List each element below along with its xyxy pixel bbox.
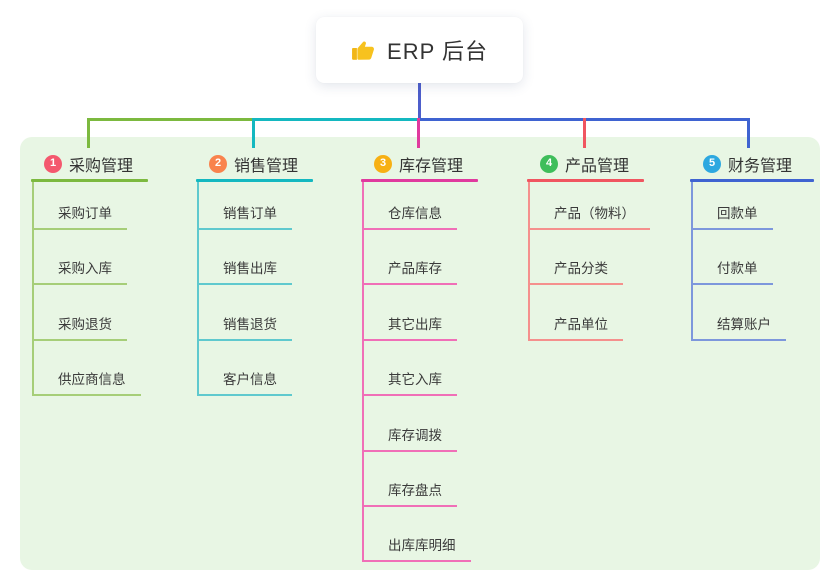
child-node[interactable]: 采购退货 bbox=[34, 313, 127, 341]
child-node-row: 采购入库 bbox=[34, 230, 148, 286]
root-node[interactable]: ERP 后台 bbox=[316, 17, 523, 83]
child-node-row: 销售订单 bbox=[199, 182, 313, 230]
child-node-row: 产品分类 bbox=[530, 230, 650, 286]
root-node-title: ERP 后台 bbox=[387, 39, 488, 64]
child-node[interactable]: 产品单位 bbox=[530, 313, 623, 341]
child-node[interactable]: 客户信息 bbox=[199, 368, 292, 397]
child-node-row: 产品单位 bbox=[530, 285, 650, 341]
branch-underline bbox=[527, 179, 644, 182]
child-node-row: 其它出库 bbox=[364, 285, 478, 341]
branch-label: 销售管理 bbox=[234, 157, 299, 175]
branch-underline bbox=[361, 179, 478, 182]
child-node-row: 出库库明细 bbox=[364, 507, 478, 563]
child-node[interactable]: 供应商信息 bbox=[34, 368, 141, 397]
child-node-row: 产品（物料） bbox=[530, 182, 650, 230]
branch-underline bbox=[196, 179, 313, 182]
branch-1: 1 采购管理采购订单采购入库采购退货供应商信息 bbox=[31, 151, 148, 397]
branch-underline bbox=[31, 179, 148, 182]
child-node[interactable]: 销售退货 bbox=[199, 313, 292, 341]
child-node-row: 供应商信息 bbox=[34, 341, 148, 397]
child-node-row: 付款单 bbox=[693, 230, 814, 286]
branch-2: 2 销售管理销售订单销售出库销售退货客户信息 bbox=[196, 151, 313, 397]
child-node[interactable]: 库存盘点 bbox=[364, 479, 457, 507]
branch-number-badge: 3 bbox=[374, 154, 392, 173]
branch-number-badge: 1 bbox=[44, 154, 62, 173]
branch-number-badge: 4 bbox=[540, 154, 558, 173]
branch-children: 回款单付款单结算账户 bbox=[691, 182, 814, 341]
branch-label: 采购管理 bbox=[69, 157, 134, 175]
child-node[interactable]: 回款单 bbox=[693, 202, 773, 230]
branch-label: 财务管理 bbox=[728, 157, 793, 175]
child-node-row: 结算账户 bbox=[693, 285, 814, 341]
branch-5: 5 财务管理回款单付款单结算账户 bbox=[690, 151, 814, 341]
child-node[interactable]: 付款单 bbox=[693, 257, 773, 286]
branch-number-badge: 5 bbox=[703, 154, 721, 173]
child-node[interactable]: 仓库信息 bbox=[364, 202, 457, 230]
child-node-row: 采购订单 bbox=[34, 182, 148, 230]
branch-number-badge: 2 bbox=[209, 154, 227, 173]
branch-children: 采购订单采购入库采购退货供应商信息 bbox=[32, 182, 148, 397]
child-node-row: 其它入库 bbox=[364, 341, 478, 397]
branch-children: 产品（物料） 产品分类产品单位 bbox=[528, 182, 650, 341]
child-node-row: 仓库信息 bbox=[364, 182, 478, 230]
branch-4: 4 产品管理产品（物料） 产品分类产品单位 bbox=[527, 151, 650, 341]
child-node[interactable]: 采购订单 bbox=[34, 202, 127, 230]
child-node-row: 销售退货 bbox=[199, 285, 313, 341]
child-node[interactable]: 产品分类 bbox=[530, 257, 623, 286]
branch-3: 3 库存管理仓库信息产品库存其它出库其它入库库存调拨库存盘点出库库明细 bbox=[361, 151, 478, 563]
child-node[interactable]: 其它入库 bbox=[364, 368, 457, 397]
branch-node[interactable]: 3 库存管理 bbox=[361, 151, 478, 176]
branch-node[interactable]: 2 销售管理 bbox=[196, 151, 313, 176]
thumbs-up-icon bbox=[351, 37, 377, 63]
branch-node[interactable]: 4 产品管理 bbox=[527, 151, 650, 176]
child-node[interactable]: 结算账户 bbox=[693, 313, 786, 341]
branch-underline bbox=[690, 179, 814, 182]
mindmap-background-panel bbox=[20, 137, 820, 570]
child-node[interactable]: 采购入库 bbox=[34, 257, 127, 286]
child-node-row: 客户信息 bbox=[199, 341, 313, 397]
child-node-row: 采购退货 bbox=[34, 285, 148, 341]
child-node-row: 销售出库 bbox=[199, 230, 313, 286]
child-node-row: 回款单 bbox=[693, 182, 814, 230]
branch-node[interactable]: 5 财务管理 bbox=[690, 151, 814, 176]
child-node-row: 库存调拨 bbox=[364, 396, 478, 452]
child-node[interactable]: 销售订单 bbox=[199, 202, 292, 230]
branch-children: 仓库信息产品库存其它出库其它入库库存调拨库存盘点出库库明细 bbox=[362, 182, 478, 563]
branch-node[interactable]: 1 采购管理 bbox=[31, 151, 148, 176]
child-node[interactable]: 其它出库 bbox=[364, 313, 457, 341]
branch-children: 销售订单销售出库销售退货客户信息 bbox=[197, 182, 313, 397]
child-node[interactable]: 库存调拨 bbox=[364, 424, 457, 452]
branch-label: 产品管理 bbox=[565, 157, 630, 175]
child-node[interactable]: 产品库存 bbox=[364, 257, 457, 286]
child-node-row: 产品库存 bbox=[364, 230, 478, 286]
child-node[interactable]: 出库库明细 bbox=[364, 534, 471, 563]
child-node[interactable]: 产品（物料） bbox=[530, 202, 650, 230]
child-node[interactable]: 销售出库 bbox=[199, 257, 292, 286]
child-node-row: 库存盘点 bbox=[364, 452, 478, 507]
branch-label: 库存管理 bbox=[399, 157, 464, 175]
